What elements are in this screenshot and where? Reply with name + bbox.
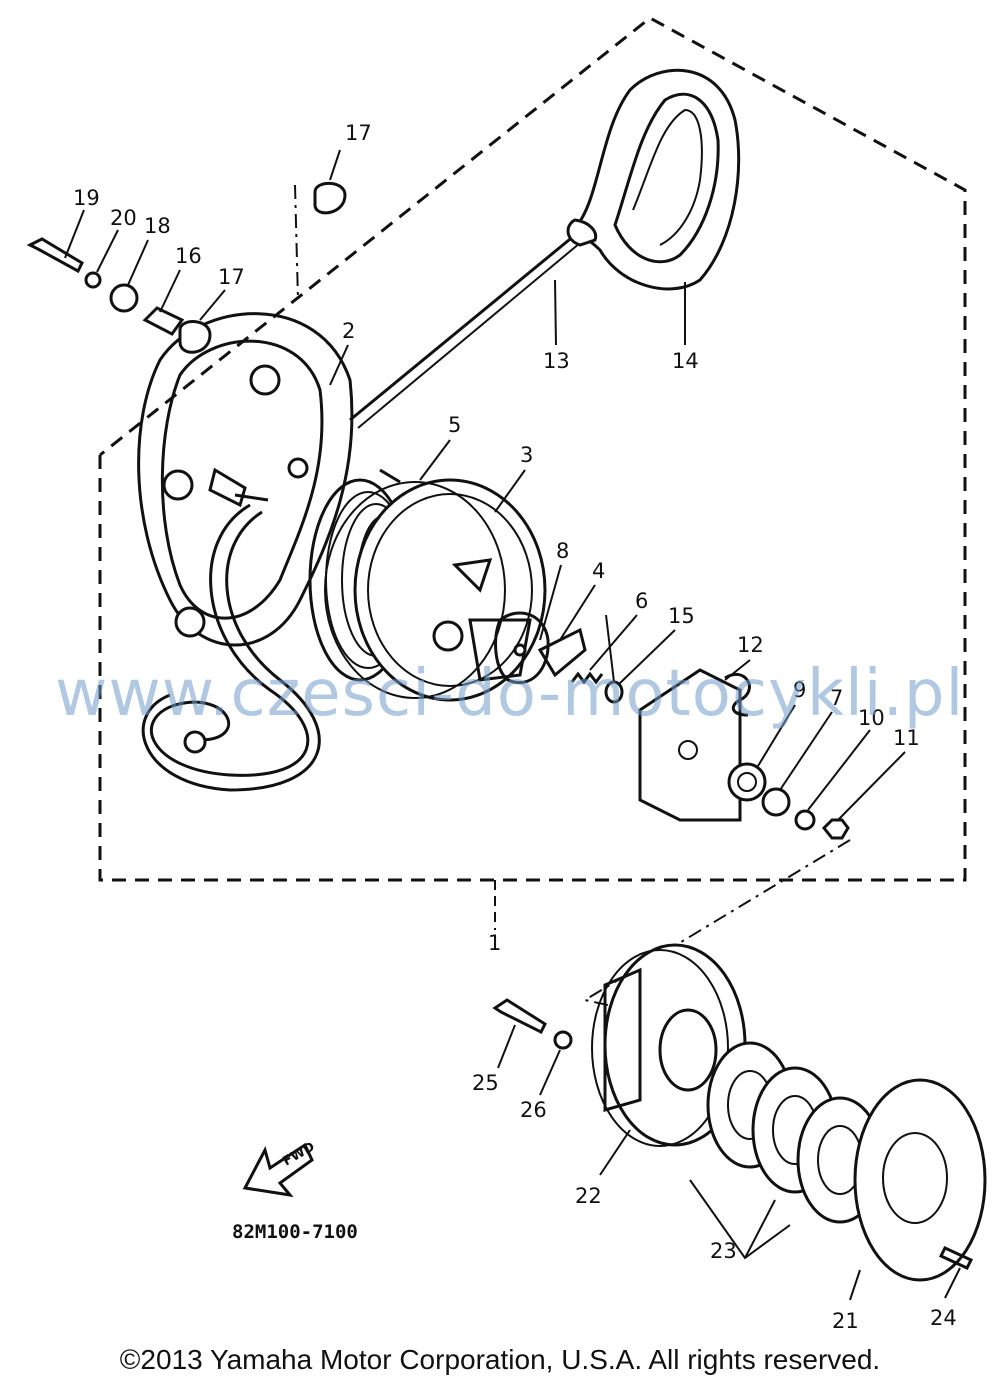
callout-2: 2 <box>342 319 355 343</box>
callout-14: 14 <box>672 349 699 373</box>
callout-8: 8 <box>556 539 569 563</box>
bearing-9-inner <box>737 772 757 792</box>
starter-rope <box>349 233 581 429</box>
callout-5: 5 <box>448 413 461 437</box>
callout-17: 17 <box>218 265 245 289</box>
washer-18 <box>109 283 139 313</box>
washer-26 <box>553 1030 573 1050</box>
callout-12: 12 <box>737 633 764 657</box>
nut-11 <box>821 818 850 840</box>
watermark: www.czesci-do-motocykli.pl <box>55 657 964 731</box>
callout-26: 26 <box>520 1098 547 1122</box>
case-housing <box>137 312 354 647</box>
cover-plate-21 <box>853 1078 987 1282</box>
callout-21: 21 <box>832 1309 859 1333</box>
bolt-25 <box>492 998 547 1035</box>
callout-3: 3 <box>520 443 533 467</box>
callout-22: 22 <box>575 1184 602 1208</box>
callout-13: 13 <box>543 349 570 373</box>
bolt-24 <box>938 1246 974 1270</box>
bolt-19 <box>26 237 84 274</box>
assembly-boundary <box>98 16 967 882</box>
washer-10 <box>794 809 816 831</box>
callout-4: 4 <box>592 559 605 583</box>
pawl-spring <box>570 671 604 685</box>
callout-16: 16 <box>175 244 202 268</box>
callout-19: 19 <box>73 186 100 210</box>
callouts: 1 2 3 4 5 6 7 8 9 10 11 12 13 14 15 16 1… <box>73 121 957 1333</box>
diagram-code: 82M100-7100 <box>232 1221 358 1243</box>
callout-6: 6 <box>635 589 648 613</box>
washer-20 <box>84 271 102 289</box>
callout-20: 20 <box>110 206 137 230</box>
callout-18: 18 <box>144 214 171 238</box>
callout-9: 9 <box>793 678 806 702</box>
callout-10: 10 <box>858 706 885 730</box>
shim-plates <box>689 1041 884 1260</box>
callout-24: 24 <box>930 1306 957 1330</box>
callout-11: 11 <box>893 726 920 750</box>
pulley <box>324 478 547 702</box>
starter-handle <box>566 68 741 291</box>
collar-17 <box>178 320 212 354</box>
bearing-9 <box>727 762 767 802</box>
pawl <box>494 611 587 685</box>
washer-7 <box>761 787 791 817</box>
leader-lines <box>64 149 961 1301</box>
callout-1: 1 <box>488 931 501 955</box>
callout-7: 7 <box>830 686 843 710</box>
callout-23: 23 <box>710 1239 737 1263</box>
collar-17-top <box>313 181 347 215</box>
spacer-16 <box>142 306 185 336</box>
callout-25: 25 <box>472 1071 499 1095</box>
fwd-arrow-icon: FWD <box>242 1139 318 1198</box>
leader-17-case <box>294 184 299 301</box>
rope-coil <box>141 503 321 792</box>
fwd-label: FWD <box>281 1139 318 1169</box>
callout-15: 15 <box>668 604 695 628</box>
callout-17-top: 17 <box>345 121 372 145</box>
friction-plate <box>638 668 751 822</box>
copyright-notice: ©2013 Yamaha Motor Corporation, U.S.A. A… <box>119 1344 881 1375</box>
